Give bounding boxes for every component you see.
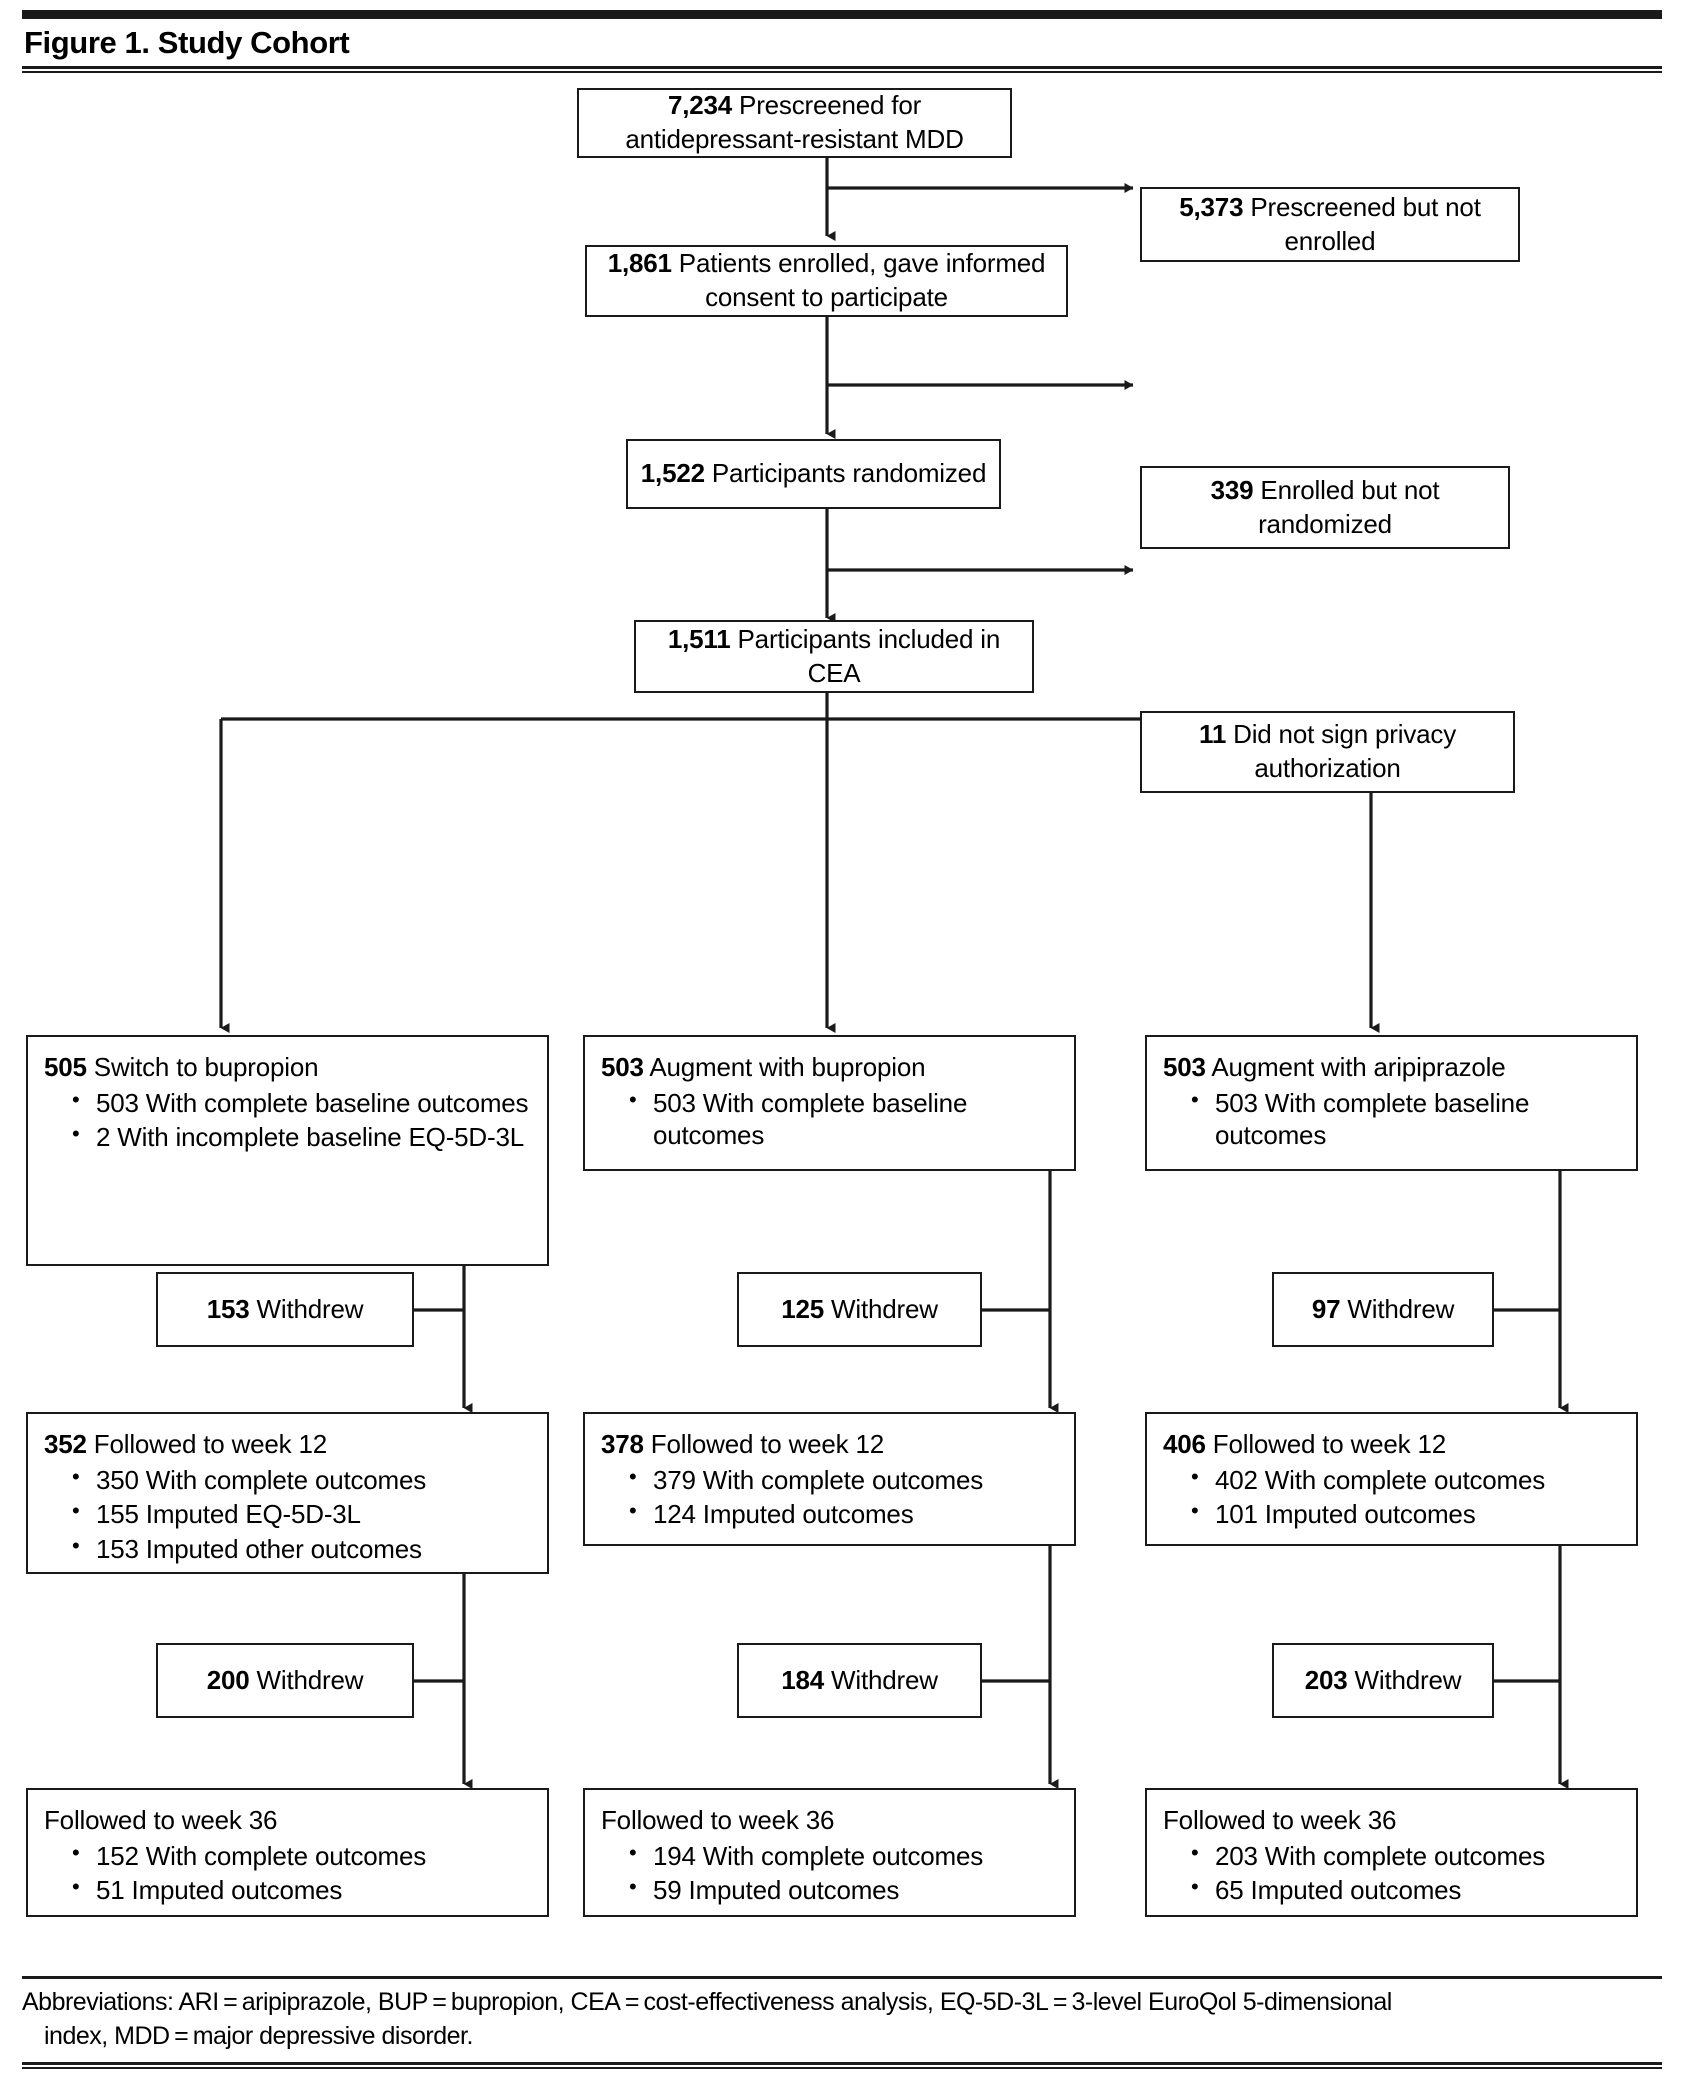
arm2-week36-bullets: 203 With complete outcomes 65 Imputed ou… xyxy=(1163,1839,1626,1907)
node-prescreened: 7,234 Prescreened for antidepressant-res… xyxy=(577,88,1012,158)
node-no-privacy: 11 Did not sign privacy authorization xyxy=(1140,711,1515,793)
abbreviations-line-1: Abbreviations: ARI = aripiprazole, BUP =… xyxy=(22,1988,1392,2016)
node-arm-switch-bupropion-withdrew-2: 200 Withdrew xyxy=(156,1643,414,1718)
node-not-enrolled: 5,373 Prescreened but not enrolled xyxy=(1140,187,1520,262)
arm0-baseline-count: 505 xyxy=(44,1052,87,1082)
node-arm-augment-bupropion-week12: 378 Followed to week 12 379 With complet… xyxy=(583,1412,1076,1546)
node-not-enrolled-text: Prescreened but not enrolled xyxy=(1243,191,1481,256)
node-arm-switch-bupropion-week12: 352 Followed to week 12 350 With complet… xyxy=(26,1412,549,1574)
arm0-withdrew1-label: Withdrew xyxy=(249,1293,364,1324)
node-arm-augment-bupropion-week36: Followed to week 36 194 With complete ou… xyxy=(583,1788,1076,1917)
node-enrolled-count: 1,861 xyxy=(607,248,672,279)
node-enrolled: 1,861 Patients enrolled, gave informed c… xyxy=(585,245,1068,317)
page-title: Figure 1. Study Cohort xyxy=(24,25,350,60)
abbreviations-note: Abbreviations: ARI = aripiprazole, BUP =… xyxy=(22,1979,1662,2062)
figure-header: Figure 1. Study Cohort xyxy=(22,10,1662,73)
arm2-week12-label: Followed to week 12 xyxy=(1205,1429,1447,1459)
arm1-week12-label: Followed to week 12 xyxy=(643,1429,885,1459)
node-arm-switch-bupropion-withdrew-1: 153 Withdrew xyxy=(156,1272,414,1347)
header-top-rule xyxy=(22,10,1662,19)
node-not-randomized-text: Enrolled but not randomized xyxy=(1253,474,1440,539)
list-item: 153 Imputed other outcomes xyxy=(72,1532,537,1566)
footer-bottom-rule xyxy=(22,2061,1662,2069)
list-item: 503 With complete baseline outcomes xyxy=(629,1086,1064,1152)
arm0-week12-bullets: 350 With complete outcomes 155 Imputed E… xyxy=(44,1463,537,1566)
arm0-withdrew2-label: Withdrew xyxy=(249,1664,364,1695)
arm1-withdrew2-label: Withdrew xyxy=(824,1664,938,1695)
figure-footer: Abbreviations: ARI = aripiprazole, BUP =… xyxy=(22,1976,1662,2069)
arm0-week36-bullets: 152 With complete outcomes 51 Imputed ou… xyxy=(44,1839,537,1907)
node-arm-augment-bupropion-withdrew-2: 184 Withdrew xyxy=(737,1643,982,1718)
arm1-withdrew1-count: 125 xyxy=(781,1293,824,1324)
node-randomized-count: 1,522 xyxy=(640,458,705,489)
node-arm-augment-aripiprazole-baseline: 503 Augment with aripiprazole 503 With c… xyxy=(1145,1035,1638,1171)
arm2-withdrew2-label: Withdrew xyxy=(1347,1664,1462,1695)
list-item: 59 Imputed outcomes xyxy=(629,1873,1064,1907)
arm1-week36-bullets: 194 With complete outcomes 59 Imputed ou… xyxy=(601,1839,1064,1907)
arm0-week12-count: 352 xyxy=(44,1429,87,1459)
arm2-baseline-count: 503 xyxy=(1163,1052,1206,1082)
list-item: 350 With complete outcomes xyxy=(72,1463,537,1497)
node-no-privacy-text: Did not sign privacy authorization xyxy=(1226,719,1456,783)
node-arm-augment-aripiprazole-withdrew-1: 97 Withdrew xyxy=(1272,1272,1494,1347)
header-bottom-rule xyxy=(22,66,1662,73)
list-item: 194 With complete outcomes xyxy=(629,1839,1064,1873)
node-arm-augment-bupropion-withdrew-1: 125 Withdrew xyxy=(737,1272,982,1347)
arm0-baseline-bullets: 503 With complete baseline outcomes 2 Wi… xyxy=(44,1086,537,1154)
arm0-week36-label: Followed to week 36 xyxy=(44,1805,278,1835)
footer-top-rule xyxy=(22,1976,1662,1979)
arm2-baseline-bullets: 503 With complete baseline outcomes xyxy=(1163,1086,1626,1152)
arm1-week36-label: Followed to week 36 xyxy=(601,1805,835,1835)
arm1-week12-count: 378 xyxy=(601,1429,644,1459)
node-arm-augment-aripiprazole-week12: 406 Followed to week 12 402 With complet… xyxy=(1145,1412,1638,1546)
node-randomized-text: Participants randomized xyxy=(704,458,987,489)
list-item: 203 With complete outcomes xyxy=(1191,1839,1626,1873)
list-item: 379 With complete outcomes xyxy=(629,1463,1064,1497)
arm2-withdrew1-label: Withdrew xyxy=(1340,1293,1455,1324)
arm2-week12-count: 406 xyxy=(1163,1429,1206,1459)
node-included-cea: 1,511 Participants included in CEA xyxy=(634,620,1034,693)
arm2-withdrew1-count: 97 xyxy=(1311,1293,1341,1324)
node-not-randomized: 339 Enrolled but not randomized xyxy=(1140,466,1510,549)
list-item: 402 With complete outcomes xyxy=(1191,1463,1626,1497)
node-prescreened-count: 7,234 xyxy=(667,90,733,121)
arm1-baseline-bullets: 503 With complete baseline outcomes xyxy=(601,1086,1064,1152)
arm1-baseline-label: Augment with bupropion xyxy=(643,1052,926,1082)
node-enrolled-text: Patients enrolled, gave informed consent… xyxy=(671,248,1046,312)
node-included-cea-count: 1,511 xyxy=(667,623,731,654)
arm0-baseline-label: Switch to bupropion xyxy=(86,1052,319,1082)
node-arm-switch-bupropion-week36: Followed to week 36 152 With complete ou… xyxy=(26,1788,549,1917)
arm0-withdrew2-count: 200 xyxy=(206,1664,250,1695)
arm2-week12-bullets: 402 With complete outcomes 101 Imputed o… xyxy=(1163,1463,1626,1531)
list-item: 503 With complete baseline outcomes xyxy=(1191,1086,1626,1152)
arm2-week36-label: Followed to week 36 xyxy=(1163,1805,1397,1835)
node-arm-augment-aripiprazole-week36: Followed to week 36 203 With complete ou… xyxy=(1145,1788,1638,1917)
list-item: 503 With complete baseline outcomes xyxy=(72,1086,537,1120)
arm1-withdrew2-count: 184 xyxy=(781,1664,824,1695)
abbreviations-line-2: index, MDD = major depressive disorder. xyxy=(44,2021,473,2050)
list-item: 2 With incomplete baseline EQ-5D-3L xyxy=(72,1120,537,1154)
arm0-week12-label: Followed to week 12 xyxy=(86,1429,328,1459)
node-prescreened-text: Prescreened for antidepressant-resistant… xyxy=(625,90,964,154)
list-item: 124 Imputed outcomes xyxy=(629,1497,1064,1531)
arm0-withdrew1-count: 153 xyxy=(206,1293,250,1324)
list-item: 51 Imputed outcomes xyxy=(72,1873,537,1907)
node-included-cea-text: Participants included in CEA xyxy=(730,623,1001,688)
node-not-enrolled-count: 5,373 xyxy=(1179,191,1244,222)
arm2-baseline-label: Augment with aripiprazole xyxy=(1205,1052,1506,1082)
arm1-withdrew1-label: Withdrew xyxy=(824,1293,938,1324)
list-item: 152 With complete outcomes xyxy=(72,1839,537,1873)
node-not-randomized-count: 339 xyxy=(1210,474,1254,505)
node-no-privacy-count: 11 xyxy=(1199,719,1227,750)
list-item: 101 Imputed outcomes xyxy=(1191,1497,1626,1531)
node-arm-switch-bupropion-baseline: 505 Switch to bupropion 503 With complet… xyxy=(26,1035,549,1266)
node-randomized: 1,522 Participants randomized xyxy=(626,439,1001,509)
list-item: 65 Imputed outcomes xyxy=(1191,1873,1626,1907)
arm1-week12-bullets: 379 With complete outcomes 124 Imputed o… xyxy=(601,1463,1064,1531)
arm1-baseline-count: 503 xyxy=(601,1052,644,1082)
arm2-withdrew2-count: 203 xyxy=(1304,1664,1348,1695)
node-arm-augment-bupropion-baseline: 503 Augment with bupropion 503 With comp… xyxy=(583,1035,1076,1171)
list-item: 155 Imputed EQ-5D-3L xyxy=(72,1497,537,1531)
node-arm-augment-aripiprazole-withdrew-2: 203 Withdrew xyxy=(1272,1643,1494,1718)
